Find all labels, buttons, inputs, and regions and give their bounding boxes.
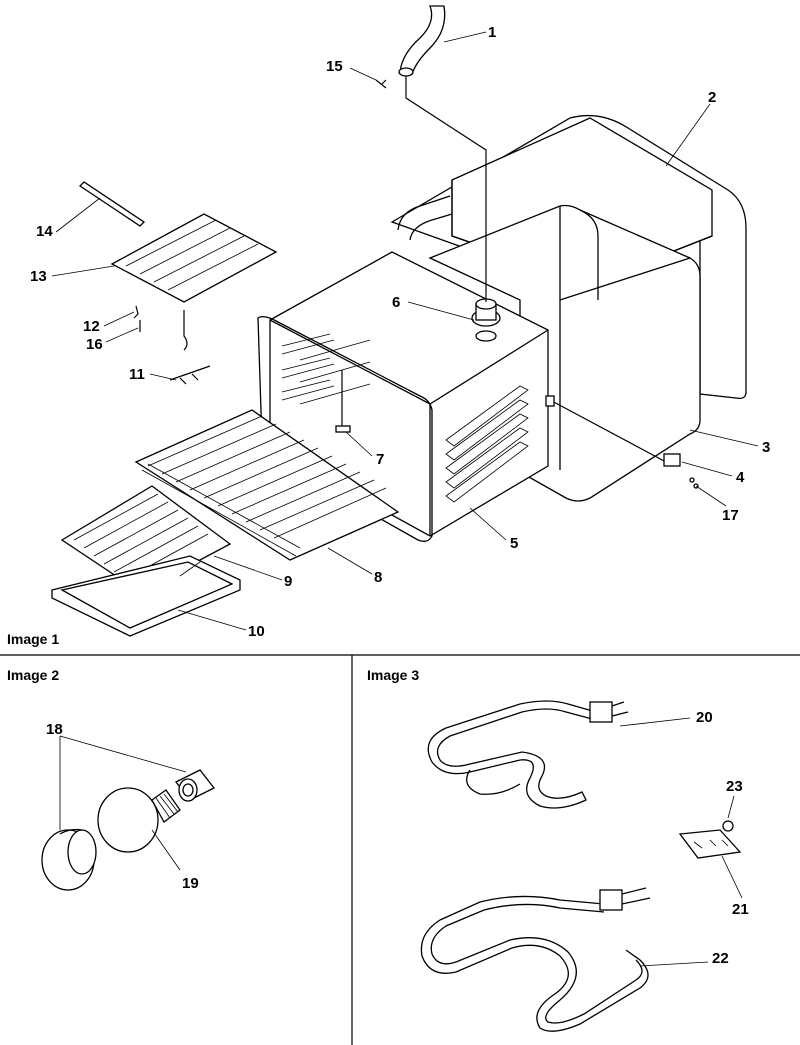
part-1-vent-tube (398, 5, 487, 302)
part-10-broiler-pan (51, 555, 241, 637)
callout-15: 15 (326, 58, 343, 75)
callout-16: 16 (86, 336, 103, 353)
section-title-image2: Image 2 (7, 667, 59, 683)
callout-1: 1 (488, 24, 496, 41)
callout-22: 22 (712, 950, 729, 967)
part-20-bake-element (427, 700, 629, 809)
callout-14: 14 (36, 223, 53, 240)
part-4-wire-bracket (545, 395, 681, 467)
part-13-tray (110, 213, 278, 303)
callout-21: 21 (732, 901, 749, 918)
callout-19: 19 (182, 875, 199, 892)
callout-13: 13 (30, 268, 47, 285)
part-23-nut (722, 820, 734, 832)
part-22-broil-element (420, 887, 651, 1032)
callout-7: 7 (376, 451, 384, 468)
callout-18: 18 (46, 721, 63, 738)
callout-12: 12 (83, 318, 100, 335)
callout-8: 8 (374, 569, 382, 586)
callout-6: 6 (392, 294, 400, 311)
callout-2: 2 (708, 89, 716, 106)
callout-3: 3 (762, 439, 770, 456)
part-14-bracket (78, 181, 146, 227)
callout-10: 10 (248, 623, 265, 640)
section-title-image1: Image 1 (7, 631, 59, 647)
part-19-bulb (97, 787, 181, 853)
image3-heating-elements: 20 21 22 23 (420, 700, 749, 1032)
part-8-oven-rack (134, 409, 400, 561)
part-3-outer-cabinet (428, 204, 701, 502)
callout-23: 23 (726, 778, 743, 795)
callout-11: 11 (129, 366, 145, 383)
leader-lines-image1 (51, 31, 759, 631)
part-18-socket-sleeve (175, 769, 215, 802)
image1-oven-assembly: 1 2 3 4 5 6 7 8 9 10 11 12 13 14 15 16 1… (30, 5, 770, 640)
part-12-clip (133, 305, 139, 319)
callout-5: 5 (510, 535, 518, 552)
callout-4: 4 (736, 469, 745, 486)
part-21-terminal-block (678, 829, 742, 859)
part-17-screws (689, 477, 699, 489)
part-18-lens-cover (41, 828, 97, 891)
tray-hook (183, 310, 188, 351)
callout-20: 20 (696, 709, 713, 726)
leader-lines-image2 (59, 735, 187, 871)
part-6-sensor-fitting (471, 298, 501, 342)
callout-9: 9 (284, 573, 292, 590)
callout-17: 17 (722, 507, 739, 524)
leader-lines-image3 (619, 717, 743, 967)
part-15-screw (375, 79, 387, 89)
section-title-image3: Image 3 (367, 667, 419, 683)
image2-lamp-assembly: 18 19 (41, 721, 215, 892)
part-11-latch (169, 365, 211, 385)
part-7-bracket (335, 370, 351, 433)
